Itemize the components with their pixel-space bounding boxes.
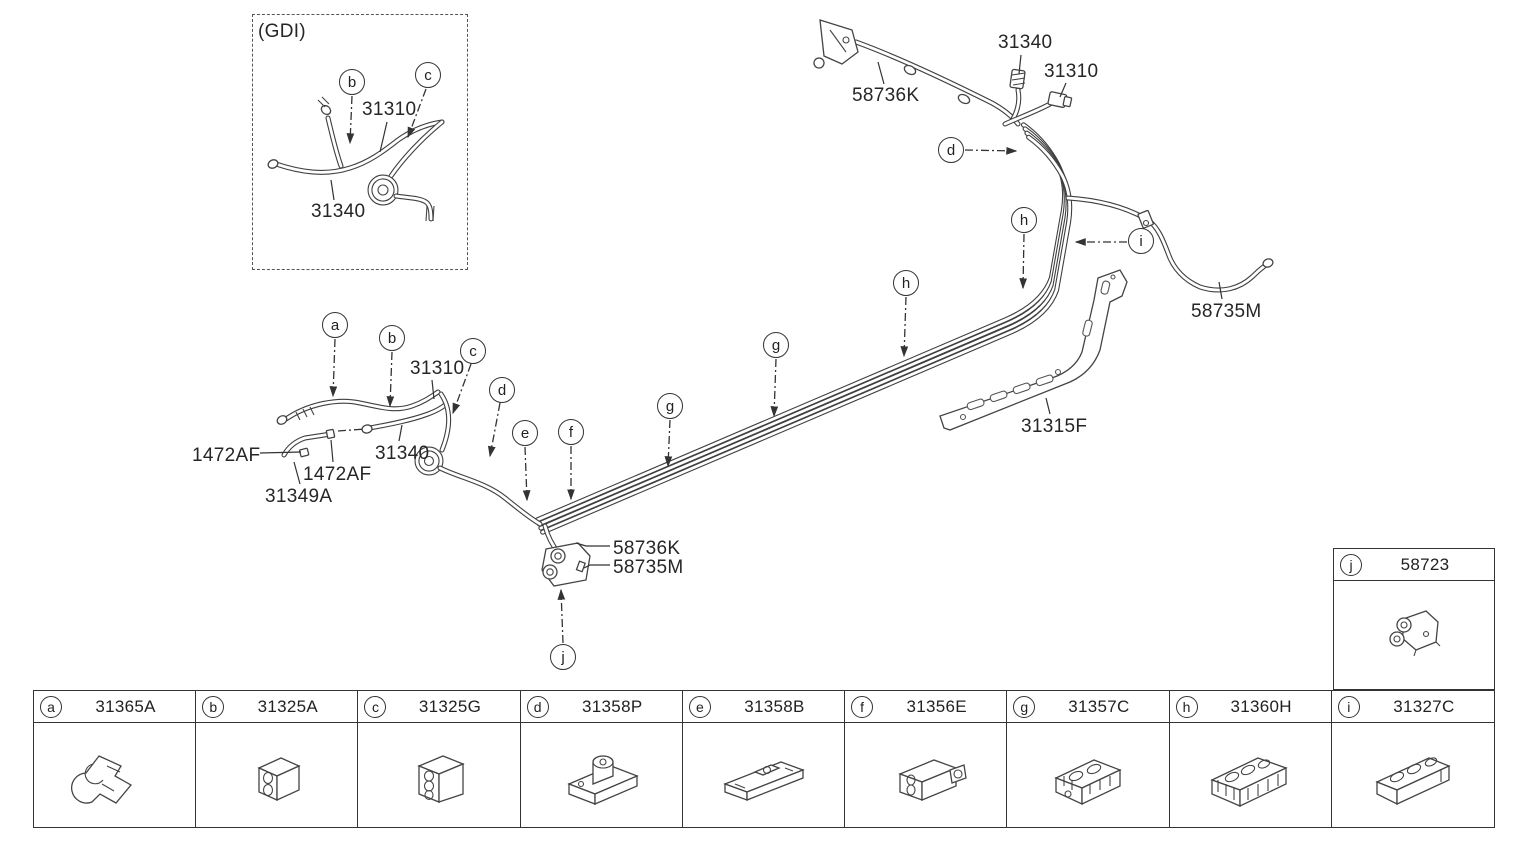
callout-a: a bbox=[322, 312, 348, 338]
callout-h: h bbox=[893, 270, 919, 296]
flat-clamp-illustration-icon bbox=[723, 761, 806, 801]
callout-f: f bbox=[558, 419, 584, 445]
callout-i: i bbox=[1128, 228, 1154, 254]
part-number-label: 31310 bbox=[410, 358, 465, 379]
gdi-inset-box bbox=[252, 14, 468, 270]
gdi-inset-drawing bbox=[267, 96, 442, 221]
part-number-label: 31349A bbox=[265, 486, 333, 507]
legend-letter: a bbox=[40, 695, 62, 718]
legend-cell-i: i 31327C bbox=[1331, 691, 1494, 827]
legend-cell-e: e 31358B bbox=[682, 691, 846, 827]
legend-letter: f bbox=[851, 695, 874, 718]
part-number: 31358P bbox=[582, 696, 643, 716]
legend-cell-h: h 31360H bbox=[1169, 691, 1332, 827]
part-number: 31325A bbox=[257, 696, 319, 716]
callout-b-gdi: b bbox=[339, 69, 365, 95]
label-leaders bbox=[259, 54, 1223, 569]
legend-letter: h bbox=[1175, 695, 1198, 718]
legend-letter: d bbox=[526, 695, 549, 718]
part-number-label: 31340 bbox=[998, 32, 1053, 53]
damper-connector-j bbox=[541, 526, 591, 587]
legend-cell-f: f 31356E bbox=[845, 691, 1008, 827]
callout-j: j bbox=[550, 644, 576, 670]
part-number-label: 31340 bbox=[375, 443, 430, 464]
legend-letter: e bbox=[688, 695, 711, 718]
connector-31340-top bbox=[1009, 68, 1026, 119]
clamp-block-illustration-icon bbox=[257, 757, 301, 802]
box-clamp-illustration-icon bbox=[897, 759, 967, 801]
part-number: 31327C bbox=[1393, 696, 1455, 716]
parts-legend-table: a 31365A b 31325A bbox=[33, 690, 1495, 828]
part-number: 31325G bbox=[418, 696, 482, 716]
gdi-label: (GDI) bbox=[258, 21, 306, 42]
legend-cell-j: j 58723 bbox=[1333, 548, 1495, 690]
legend-letter-j: j bbox=[1340, 553, 1362, 576]
legend-cell-d: d 31358P bbox=[520, 691, 683, 827]
part-number-label: 31315F bbox=[1021, 416, 1088, 437]
clip-illustration-icon bbox=[70, 755, 132, 804]
tube-58736k-top bbox=[813, 19, 1018, 124]
part-number: 31357C bbox=[1068, 696, 1130, 716]
part-number: 31360H bbox=[1230, 696, 1292, 716]
legend-letter: g bbox=[1013, 695, 1036, 718]
legend-cell-b: b 31325A bbox=[196, 691, 359, 827]
bar-clamp-illustration-icon bbox=[1375, 757, 1451, 806]
part-number-label: 58736K bbox=[852, 85, 920, 106]
clamp-block-illustration-icon bbox=[417, 755, 465, 803]
bracket-clamp-illustration-icon bbox=[567, 755, 639, 805]
part-number-label: 58735M bbox=[1191, 301, 1262, 322]
legend-cell-g: g 31357C bbox=[1007, 691, 1170, 827]
part-number-label: 31340 bbox=[311, 201, 366, 222]
callout-d: d bbox=[489, 377, 515, 403]
callout-c: c bbox=[460, 338, 486, 364]
legend-letter: i bbox=[1337, 695, 1360, 718]
legend-letter: c bbox=[364, 695, 387, 718]
callout-g: g bbox=[657, 393, 683, 419]
hose-58735m-right bbox=[1068, 198, 1274, 290]
part-number: 31358B bbox=[744, 696, 805, 716]
legend-cell-c: c 31325G bbox=[358, 691, 521, 827]
ribbed-clamp-illustration-icon bbox=[1054, 759, 1122, 806]
part-number-label: 1472AF bbox=[192, 445, 261, 466]
part-number: 31365A bbox=[95, 696, 156, 716]
front-hose-assembly bbox=[276, 392, 540, 524]
callout-d: d bbox=[938, 137, 964, 163]
bracket-31315f bbox=[939, 269, 1128, 431]
valve-bracket-illustration-icon bbox=[1389, 610, 1441, 657]
ribbed-clamp-illustration-icon bbox=[1210, 757, 1288, 808]
connector-31310-top bbox=[1005, 91, 1073, 124]
callout-c-gdi: c bbox=[415, 62, 441, 88]
fuel-pipe-bundle bbox=[537, 125, 1069, 532]
legend-cell-a: a 31365A bbox=[34, 691, 197, 827]
part-number: 58723 bbox=[1400, 554, 1450, 574]
part-number-label: 31310 bbox=[1044, 61, 1099, 82]
callout-g: g bbox=[763, 332, 789, 358]
part-number-label: 31310 bbox=[362, 99, 417, 120]
part-number-label: 58735M bbox=[613, 557, 684, 578]
callout-arrows bbox=[329, 88, 1127, 644]
part-number-label: 58736K bbox=[613, 538, 681, 559]
part-number-label: 1472AF bbox=[303, 464, 372, 485]
callout-e: e bbox=[512, 420, 538, 446]
callout-b: b bbox=[379, 325, 405, 351]
legend-letter: b bbox=[202, 695, 225, 718]
part-number: 31356E bbox=[906, 696, 967, 716]
callout-h: h bbox=[1011, 207, 1037, 233]
